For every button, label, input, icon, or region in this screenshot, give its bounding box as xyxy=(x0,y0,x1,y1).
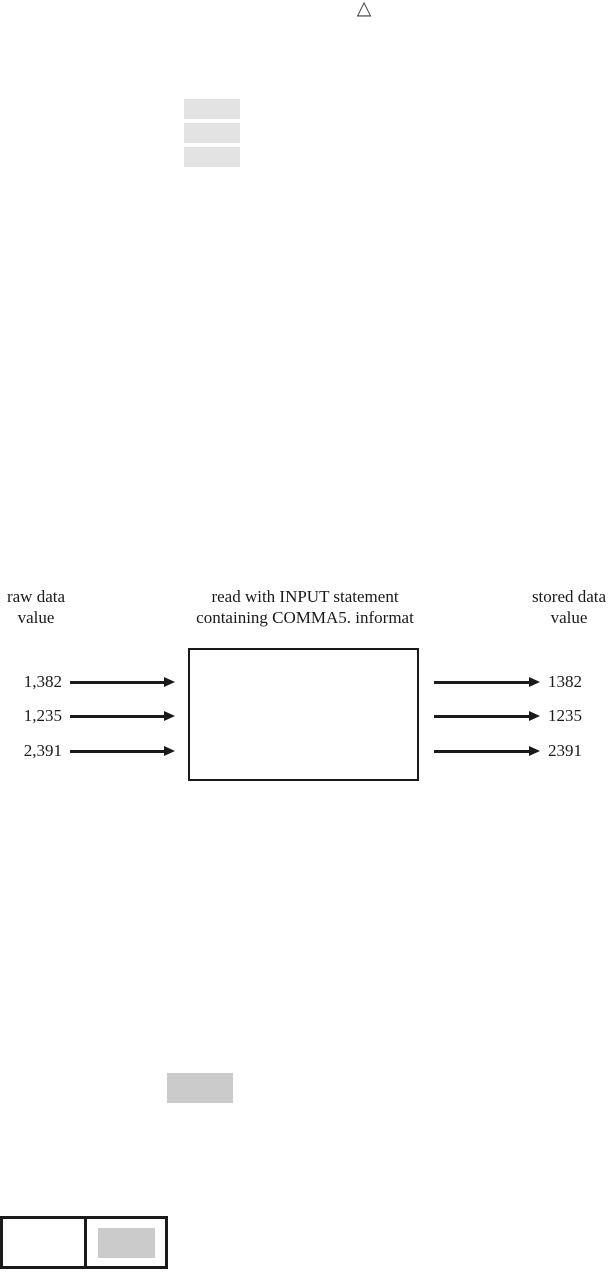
arrow-head-icon xyxy=(164,677,175,687)
arrow-shaft xyxy=(434,681,530,684)
raw-data-heading-line2: value xyxy=(17,608,55,627)
stored-value-1: 1382 xyxy=(548,672,582,691)
placeholder-block xyxy=(167,1073,233,1103)
raw-value-1: 1,382 xyxy=(23,672,62,691)
arrow-shaft xyxy=(70,750,165,753)
stored-value-3: 2391 xyxy=(548,741,582,760)
stored-data-heading-line2: value xyxy=(550,608,588,627)
raw-value-3: 2,391 xyxy=(23,741,62,760)
placeholder-bar-stack xyxy=(184,99,240,171)
placeholder-bar-1 xyxy=(184,99,240,119)
table-cell-right xyxy=(87,1219,165,1266)
arrow-shaft xyxy=(434,750,530,753)
table-cell-left xyxy=(3,1219,87,1266)
arrow-head-icon xyxy=(529,746,540,756)
input-arrow-1 xyxy=(70,677,175,688)
output-arrow-2 xyxy=(434,711,540,722)
process-box xyxy=(188,648,419,781)
stored-data-column-heading: stored data value xyxy=(518,586,613,628)
output-arrow-1 xyxy=(434,677,540,688)
placeholder-bar-2 xyxy=(184,123,240,143)
process-column-heading: read with INPUT statement containing COM… xyxy=(160,586,450,628)
bottom-table xyxy=(0,1216,168,1269)
raw-data-heading-line1: raw data xyxy=(6,587,66,606)
raw-data-column-heading: raw data value xyxy=(0,586,84,628)
arrow-head-icon xyxy=(164,746,175,756)
placeholder-bar-3 xyxy=(184,147,240,167)
informat-flow-diagram: raw data value read with INPUT statement… xyxy=(0,586,613,786)
cell-placeholder-swatch xyxy=(97,1227,155,1258)
input-arrow-2 xyxy=(70,711,175,722)
arrow-head-icon xyxy=(529,711,540,721)
triangle-outline-icon: △ xyxy=(356,0,372,19)
arrow-head-icon xyxy=(529,677,540,687)
input-arrow-3 xyxy=(70,746,175,757)
stored-data-heading-line1: stored data xyxy=(531,587,607,606)
arrow-shaft xyxy=(434,715,530,718)
process-heading-line1: read with INPUT statement xyxy=(211,587,399,606)
arrow-shaft xyxy=(70,681,165,684)
output-arrow-3 xyxy=(434,746,540,757)
process-heading-line2: containing COMMA5. informat xyxy=(196,608,414,627)
arrow-head-icon xyxy=(164,711,175,721)
arrow-shaft xyxy=(70,715,165,718)
stored-value-2: 1235 xyxy=(548,706,582,725)
raw-value-2: 1,235 xyxy=(23,706,62,725)
